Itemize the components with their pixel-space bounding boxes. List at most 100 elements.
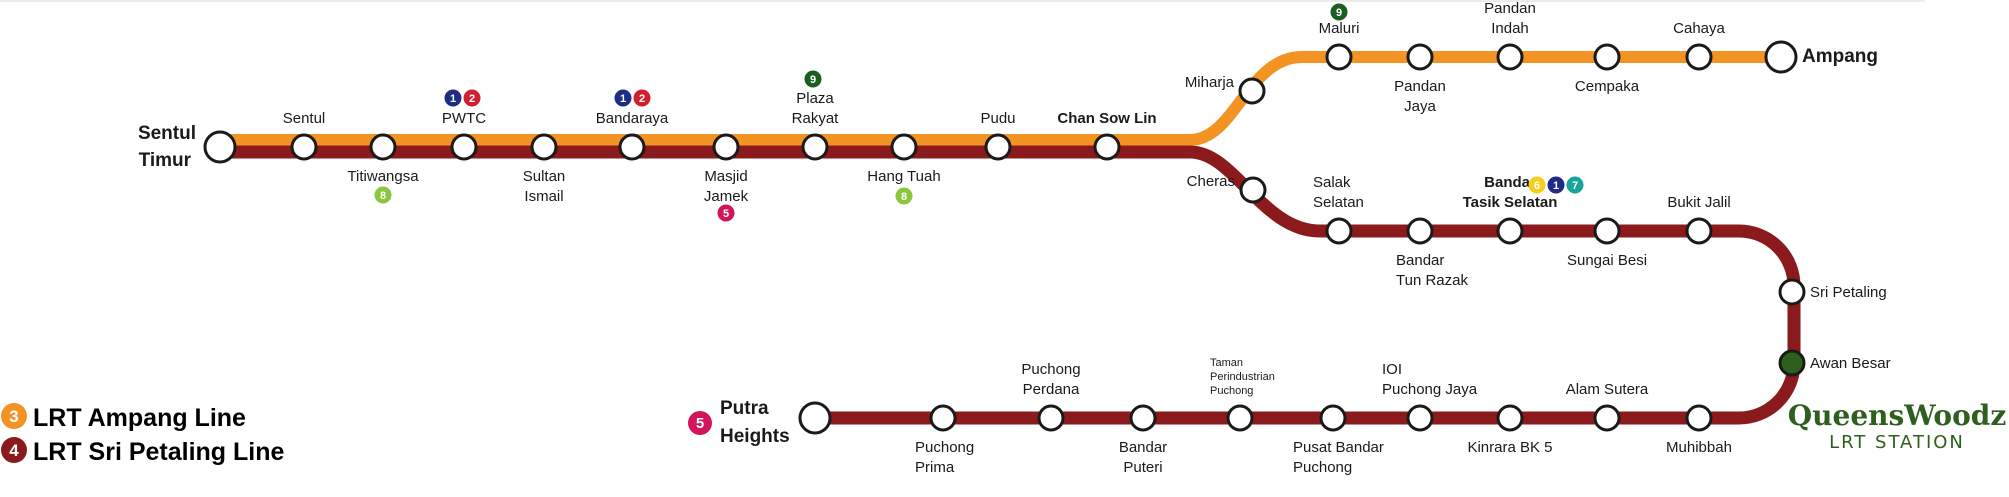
station-node-putra-heights bbox=[798, 401, 832, 435]
station-label-masjid-jamek-line1: Masjid bbox=[704, 168, 747, 185]
legend-ampang-number: 3 bbox=[9, 407, 18, 426]
interchange-badge-text-maluri-9: 9 bbox=[1336, 7, 1342, 19]
interchange-badge-masjid-jamek-5 bbox=[717, 204, 735, 222]
terminus-sentul-timur-line2: Timur bbox=[139, 150, 192, 171]
station-label-cahaya: Cahaya bbox=[1673, 20, 1725, 37]
station-node-bandaraya bbox=[618, 133, 646, 161]
brand-logo: QueensWoodz LRT STATION bbox=[1788, 399, 2007, 453]
station-label-puchong-prima-line2: Prima bbox=[915, 459, 955, 476]
station-label-taman-perindustrian-puchong-line1: Taman bbox=[1210, 357, 1243, 369]
station-label-pudu: Pudu bbox=[980, 110, 1015, 127]
brand-title: QueensWoodz bbox=[1788, 399, 2007, 432]
interchange-badge-text-bandar-tasik-selatan-7: 7 bbox=[1572, 180, 1578, 192]
terminus-putra-heights-line1: Putra bbox=[720, 398, 769, 419]
interchange-badge-text-bandar-tasik-selatan-1: 1 bbox=[1553, 180, 1559, 192]
interchange-badge-plaza-rakyat-9 bbox=[804, 70, 822, 88]
station-label-taman-perindustrian-puchong-line3: Puchong bbox=[1210, 385, 1253, 397]
station-node-bandar-tun-razak bbox=[1406, 217, 1434, 245]
station-node-masjid-jamek bbox=[712, 133, 740, 161]
interchange-badge-bandar-tasik-selatan-6 bbox=[1528, 176, 1546, 194]
legend-item-ampang: 3 LRT Ampang Line bbox=[1, 403, 246, 432]
station-label-cheras: Cheras bbox=[1187, 173, 1235, 190]
station-label-bandar-puteri-line1: Bandar bbox=[1119, 439, 1167, 456]
station-node-muhibbah bbox=[1685, 404, 1713, 432]
station-node-cempaka bbox=[1593, 43, 1621, 71]
station-label-puchong-perdana-line2: Perdana bbox=[1023, 381, 1080, 398]
interchange-badge-text-plaza-rakyat-9: 9 bbox=[810, 74, 816, 86]
station-node-sungai-besi bbox=[1593, 217, 1621, 245]
station-label-sultan-ismail-line1: Sultan bbox=[523, 168, 566, 185]
station-node-pwtc bbox=[450, 133, 478, 161]
interchange-badge-text-pwtc-1: 1 bbox=[450, 93, 456, 105]
station-label-kinrara: Kinrara BK 5 bbox=[1467, 439, 1552, 456]
station-label-taman-perindustrian-puchong-line2: Perindustrian bbox=[1210, 371, 1275, 383]
station-label-bandaraya: Bandaraya bbox=[596, 110, 669, 127]
badge-5-text: 5 bbox=[696, 415, 704, 432]
station-node-hang-tuah bbox=[890, 133, 918, 161]
station-label-puchong-prima-line1: Puchong bbox=[915, 439, 974, 456]
station-node-pudu bbox=[984, 133, 1012, 161]
terminus-putra-heights-line2: Heights bbox=[720, 426, 790, 447]
station-label-pandan-jaya-line1: Pandan bbox=[1394, 78, 1446, 95]
station-label-ioi-puchong-jaya-line2: Puchong Jaya bbox=[1382, 381, 1478, 398]
station-label-miharja: Miharja bbox=[1185, 74, 1235, 91]
station-label-bandar-tun-razak-line2: Tun Razak bbox=[1396, 272, 1468, 289]
station-label-pusat-bandar-puchong-line2: Puchong bbox=[1293, 459, 1352, 476]
station-node-taman-perindustrian-puchong bbox=[1226, 404, 1254, 432]
interchange-badge-titiwangsa-8 bbox=[374, 186, 392, 204]
station-label-salak-selatan-line2: Selatan bbox=[1313, 194, 1364, 211]
station-label-chan-sow-lin: Chan Sow Lin bbox=[1057, 110, 1156, 127]
station-label-sultan-ismail-line2: Ismail bbox=[524, 188, 563, 205]
station-node-sri-petaling bbox=[1778, 278, 1806, 306]
station-label-sentul: Sentul bbox=[283, 110, 326, 127]
station-label-pwtc: PWTC bbox=[442, 110, 486, 127]
station-node-ampang bbox=[1764, 40, 1798, 74]
station-node-bandar-tasik-selatan bbox=[1496, 217, 1524, 245]
terminus-sentul-timur-line1: Sentul bbox=[138, 123, 196, 144]
interchange-badge-text-masjid-jamek-5: 5 bbox=[723, 208, 729, 220]
station-label-pandan-indah-line1: Pandan bbox=[1484, 0, 1536, 17]
station-node-ioi-puchong-jaya bbox=[1406, 404, 1434, 432]
station-node-kinrara bbox=[1496, 404, 1524, 432]
station-label-awan-besar: Awan Besar bbox=[1810, 355, 1891, 372]
station-label-pandan-jaya-line2: Jaya bbox=[1404, 98, 1436, 115]
legend-sri-petaling-number: 4 bbox=[9, 441, 19, 460]
station-label-hang-tuah: Hang Tuah bbox=[867, 168, 940, 185]
station-label-alam-sutera: Alam Sutera bbox=[1566, 381, 1649, 398]
interchange-badge-bandaraya-1 bbox=[614, 89, 632, 107]
station-node-cheras bbox=[1239, 176, 1267, 204]
station-node-sentul-timur bbox=[203, 130, 237, 164]
interchange-badge-pwtc-2 bbox=[463, 89, 481, 107]
station-label-salak-selatan-line1: Salak bbox=[1313, 174, 1351, 191]
brand-subtitle: LRT STATION bbox=[1829, 432, 1965, 453]
station-node-plaza-rakyat bbox=[801, 133, 829, 161]
interchange-badge-bandar-tasik-selatan-1 bbox=[1547, 176, 1565, 194]
legend: 3 LRT Ampang Line 4 LRT Sri Petaling Lin… bbox=[1, 403, 285, 466]
station-label-bandar-puteri-line2: Puteri bbox=[1123, 459, 1162, 476]
station-node-sentul bbox=[290, 133, 318, 161]
station-label-bandar-tun-razak-line1: Bandar bbox=[1396, 252, 1444, 269]
station-node-miharja bbox=[1238, 77, 1266, 105]
putra-heights-line-badge: 5 bbox=[688, 411, 712, 435]
interchange-badge-text-bandaraya-1: 1 bbox=[620, 93, 626, 105]
interchange-badge-bandar-tasik-selatan-7 bbox=[1566, 176, 1584, 194]
interchange-badge-maluri-9 bbox=[1330, 3, 1348, 21]
station-node-pandan-indah bbox=[1496, 43, 1524, 71]
station-label-muhibbah: Muhibbah bbox=[1666, 439, 1732, 456]
station-label-titiwangsa: Titiwangsa bbox=[347, 168, 419, 185]
station-label-maluri: Maluri bbox=[1319, 20, 1360, 37]
legend-sri-petaling-label: LRT Sri Petaling Line bbox=[33, 438, 285, 466]
station-node-bandar-puteri bbox=[1129, 404, 1157, 432]
interchange-badge-text-titiwangsa-8: 8 bbox=[380, 190, 386, 202]
station-node-pusat-bandar-puchong bbox=[1319, 404, 1347, 432]
station-node-pandan-jaya bbox=[1406, 43, 1434, 71]
station-label-bandar-tasik-selatan-line2: Tasik Selatan bbox=[1463, 194, 1558, 211]
station-label-plaza-rakyat-line1: Plaza bbox=[796, 90, 834, 107]
station-node-bukit-jalil bbox=[1685, 217, 1713, 245]
station-node-titiwangsa bbox=[369, 133, 397, 161]
station-node-cahaya bbox=[1685, 43, 1713, 71]
interchange-badge-text-hang-tuah-8: 8 bbox=[901, 191, 907, 203]
